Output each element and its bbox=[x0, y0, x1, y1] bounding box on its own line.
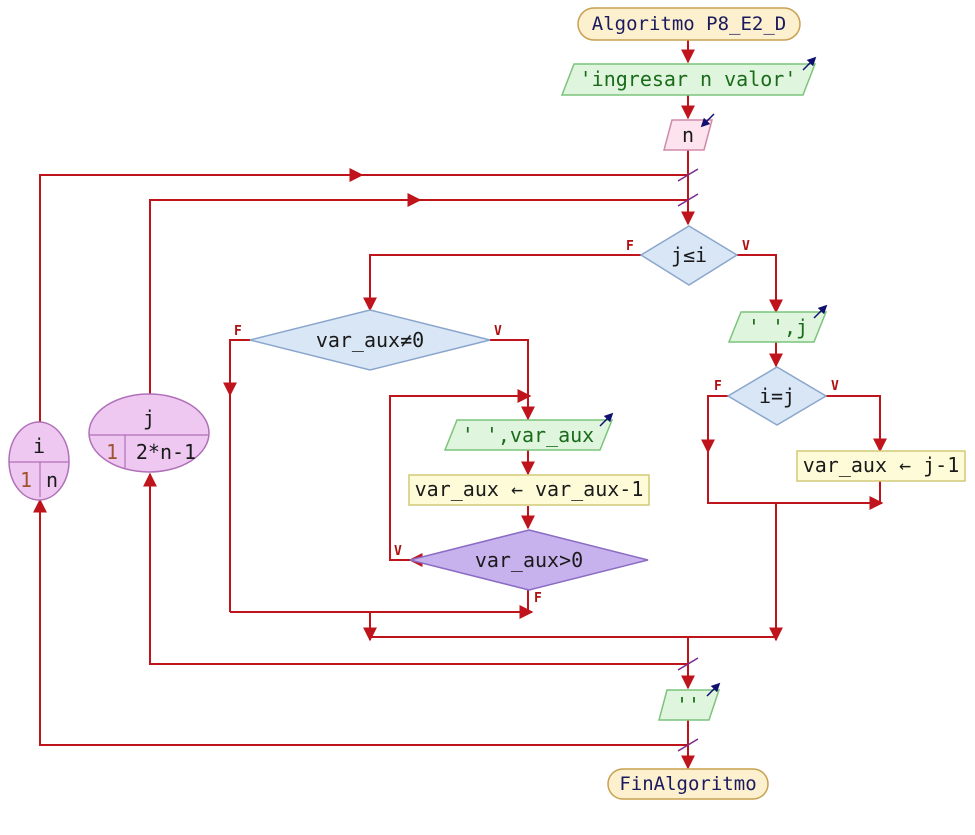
loop-j-to: 2*n-1 bbox=[136, 440, 196, 464]
decision-i-eq-j[interactable]: i=j F V bbox=[714, 366, 839, 426]
loop-ticks bbox=[677, 168, 699, 752]
tick-loop-i-bottom bbox=[677, 738, 699, 752]
loop-j-from: 1 bbox=[106, 440, 118, 464]
loop-j-var: j bbox=[143, 406, 155, 430]
tick-loop-j-bottom bbox=[677, 657, 699, 671]
output-empty[interactable]: '' bbox=[658, 682, 721, 721]
output-icon bbox=[813, 304, 828, 319]
decision-ne-true-flag: V bbox=[494, 324, 502, 339]
start-label: Algoritmo P8_E2_D bbox=[592, 13, 786, 35]
decision-j-le-i-label: j≤i bbox=[671, 243, 707, 267]
decision-ne-label: var_aux≠0 bbox=[316, 328, 424, 352]
output-empty-label: '' bbox=[676, 693, 700, 717]
output-prompt[interactable]: 'ingresar n valor' bbox=[560, 56, 817, 96]
flow-repeat-back bbox=[389, 395, 528, 561]
assign-decrement-label: var_aux ← var_aux-1 bbox=[415, 477, 644, 501]
assign-decrement[interactable]: var_aux ← var_aux-1 bbox=[408, 474, 650, 506]
flow-cond-j-false bbox=[363, 254, 642, 312]
decision-var-aux-ne-0[interactable]: var_aux≠0 F V bbox=[234, 309, 502, 371]
for-loop-i[interactable]: i 1 n bbox=[8, 421, 70, 501]
output-space-j[interactable]: ' ',j bbox=[727, 304, 828, 343]
output-icon bbox=[706, 682, 721, 697]
flow-loop-j-bottom bbox=[143, 472, 688, 665]
output-icon bbox=[599, 412, 614, 427]
repeat-false-flag: F bbox=[534, 591, 542, 606]
decision-i-eq-j-label: i=j bbox=[759, 384, 795, 408]
output-space-j-label: ' ',j bbox=[748, 315, 808, 339]
flow-loop-i-bottom bbox=[33, 498, 688, 746]
end-terminal[interactable]: FinAlgoritmo bbox=[607, 768, 769, 800]
tick-loop-i-top bbox=[677, 168, 699, 182]
flow-lines bbox=[33, 40, 887, 770]
flow-loop-j-top bbox=[149, 199, 688, 394]
loop-i-to: n bbox=[46, 468, 58, 492]
output-space-var-aux-label: ' ',var_aux bbox=[462, 423, 594, 447]
decision-ne-text: var_aux≠0 bbox=[316, 328, 424, 352]
input-n-label: n bbox=[682, 123, 694, 147]
output-prompt-label: 'ingresar n valor' bbox=[580, 67, 797, 91]
input-icon bbox=[700, 113, 715, 128]
output-space-var-aux[interactable]: ' ',var_aux bbox=[443, 412, 614, 451]
flow-repeat-exit bbox=[230, 590, 529, 613]
assign-var-aux-j[interactable]: var_aux ← j-1 bbox=[796, 450, 966, 482]
flow-cond-ne-true bbox=[490, 339, 535, 421]
flow-cond-ieqj-false bbox=[701, 395, 730, 454]
repeat-label: var_aux>0 bbox=[475, 548, 583, 572]
repeat-true-flag: V bbox=[394, 544, 402, 559]
flow-cond-ne-false bbox=[223, 339, 250, 397]
decision-ne-false-flag: F bbox=[234, 324, 242, 339]
input-n[interactable]: n bbox=[663, 113, 715, 151]
loop-i-from: 1 bbox=[20, 468, 32, 492]
decision-ieqj-false-flag: F bbox=[714, 379, 722, 394]
decision-j-le-i[interactable]: j≤i F V bbox=[626, 225, 750, 286]
decision-j-true-flag: V bbox=[742, 239, 750, 254]
for-loop-j[interactable]: j 1 2*n-1 bbox=[88, 393, 210, 473]
flow-loop-i-top bbox=[39, 174, 688, 422]
flow-cond-ieqj-true bbox=[826, 395, 887, 453]
decision-j-false-flag: F bbox=[626, 239, 634, 254]
flow-ieqj-merge-left bbox=[707, 452, 880, 504]
end-label: FinAlgoritmo bbox=[619, 773, 756, 795]
repeat-var-aux-gt-0[interactable]: var_aux>0 V F bbox=[394, 529, 649, 606]
flow-cond-j-true bbox=[736, 254, 783, 314]
decision-ieqj-true-flag: V bbox=[831, 379, 839, 394]
assign-var-aux-j-label: var_aux ← j-1 bbox=[803, 453, 960, 477]
start-terminal[interactable]: Algoritmo P8_E2_D bbox=[577, 7, 801, 41]
tick-loop-j-top bbox=[677, 193, 699, 207]
output-icon bbox=[802, 56, 817, 71]
loop-i-var: i bbox=[33, 434, 45, 458]
